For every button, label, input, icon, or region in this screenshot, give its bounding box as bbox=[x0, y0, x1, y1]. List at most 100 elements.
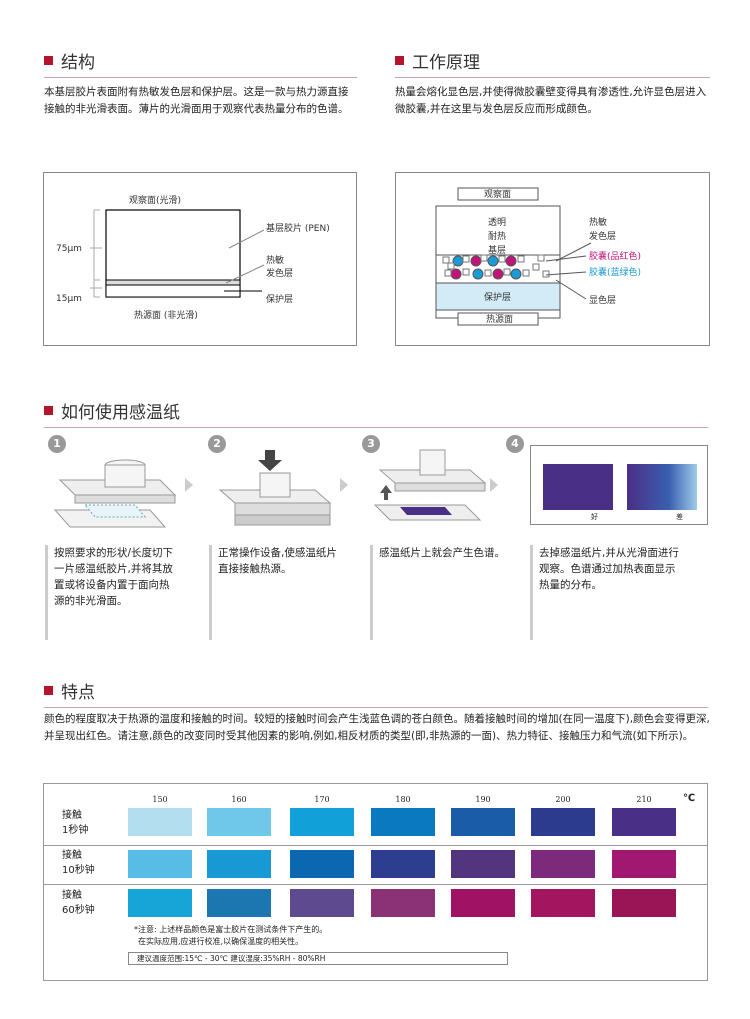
step-number: 2 bbox=[208, 435, 226, 453]
color-swatch bbox=[451, 808, 515, 836]
label-sub3: 基层 bbox=[488, 244, 506, 256]
label-sub2: 耐热 bbox=[488, 230, 506, 242]
label-top: 观察面 bbox=[484, 188, 511, 200]
heading-marker bbox=[44, 56, 53, 65]
row-divider bbox=[44, 884, 708, 885]
color-swatch bbox=[128, 808, 192, 836]
contact-time-label: 接触 10秒钟 bbox=[62, 848, 122, 878]
label-base: 基层胶片 (PEN) bbox=[266, 222, 330, 234]
color-swatch bbox=[207, 808, 271, 836]
heading-marker bbox=[44, 406, 53, 415]
label-line: 1秒钟 bbox=[62, 825, 89, 836]
developer-particle bbox=[462, 255, 470, 263]
label-line: 60秒钟 bbox=[62, 905, 95, 916]
developer-particle bbox=[532, 263, 540, 271]
step-arrow bbox=[340, 478, 348, 492]
label-cyan-capsule: 胶囊(蓝绿色) bbox=[589, 266, 641, 278]
color-swatch bbox=[531, 808, 595, 836]
developer-particle bbox=[537, 254, 545, 262]
label-bottom: 热源面 bbox=[486, 313, 513, 325]
magenta-capsule bbox=[492, 268, 504, 280]
label-thermo2: 发色层 bbox=[266, 267, 293, 279]
heading-text: 特点 bbox=[61, 683, 95, 703]
label-thermo2: 发色层 bbox=[589, 230, 616, 242]
temperature-label: 190 bbox=[475, 795, 491, 804]
principle-text: 热量会熔化显色层,并使得微胶囊壁变得具有渗透性,允许显色层进入微胶囊,并在这里与… bbox=[395, 86, 707, 115]
capsule-diagram-svg: 观察面 透明 耐热 基层 保护层 热源面 热敏 发色层 胶囊(品红色) 胶囊(蓝… bbox=[435, 187, 641, 326]
step3-text: 感温纸片上就会产生色谱。 bbox=[370, 545, 520, 640]
step-number: 3 bbox=[362, 435, 380, 453]
color-swatch bbox=[207, 850, 271, 878]
color-swatch bbox=[531, 850, 595, 878]
heading-text: 如何使用感温纸 bbox=[61, 403, 180, 423]
label-thermo1: 热敏 bbox=[266, 254, 284, 266]
color-swatch bbox=[612, 889, 676, 917]
color-swatch bbox=[612, 850, 676, 878]
label-line: 接触 bbox=[62, 890, 82, 901]
cyan-capsule bbox=[510, 268, 522, 280]
contact-time-label: 接触 60秒钟 bbox=[62, 888, 122, 918]
developer-particle bbox=[444, 269, 452, 277]
temperature-label: 170 bbox=[314, 795, 330, 804]
color-swatch bbox=[290, 850, 354, 878]
color-swatch bbox=[371, 808, 435, 836]
developer-particle bbox=[442, 256, 450, 264]
step-number: 1 bbox=[48, 435, 66, 453]
developer-particle bbox=[447, 262, 455, 270]
color-swatch bbox=[290, 808, 354, 836]
magenta-capsule bbox=[470, 255, 482, 267]
section-heading-usage: 如何使用感温纸 bbox=[44, 398, 708, 428]
bad-label: 差 bbox=[676, 513, 683, 521]
color-swatch bbox=[290, 889, 354, 917]
step4-text: 去掉感温纸片,并从光滑面进行观察。色谱通过加热表面显示热量的分布。 bbox=[530, 545, 680, 640]
structure-text: 本基层胶片表面附有热敏发色层和保护层。这是一款与热力源直接接触的非光滑表面。薄片… bbox=[44, 86, 349, 115]
good-label: 好 bbox=[591, 513, 598, 521]
label-protect: 保护层 bbox=[484, 291, 511, 303]
layer-structure-svg: 观察面(光滑) 75μm 15μm 基层胶片 (PEN) 热敏 发色层 保护层 … bbox=[56, 194, 330, 321]
step4-result-panel: 好 差 bbox=[530, 445, 708, 525]
section-heading-features: 特点 bbox=[44, 678, 708, 708]
thickness-75: 75μm bbox=[56, 244, 82, 254]
cyan-capsule bbox=[472, 268, 484, 280]
step1-illustration bbox=[53, 459, 177, 528]
developer-particle bbox=[542, 270, 550, 278]
developer-particle bbox=[503, 268, 511, 276]
cyan-capsule bbox=[487, 255, 499, 267]
step1-text: 按照要求的形状/长度切下一片感温纸胶片,并将其放置或将设备内置于面向热源的非光滑… bbox=[45, 545, 175, 640]
label-top: 观察面(光滑) bbox=[129, 194, 181, 206]
heading-text: 结构 bbox=[61, 53, 95, 73]
label-protect: 保护层 bbox=[266, 293, 293, 305]
temperature-label: 150 bbox=[152, 795, 168, 804]
thickness-15: 15μm bbox=[56, 294, 82, 304]
heading-marker bbox=[395, 56, 404, 65]
section-heading-structure: 结构 bbox=[44, 48, 357, 78]
developer-particle bbox=[517, 255, 525, 263]
structure-diagram: 观察面(光滑) 75μm 15μm 基层胶片 (PEN) 热敏 发色层 保护层 … bbox=[43, 172, 357, 346]
label-line: 接触 bbox=[62, 850, 82, 861]
step-arrow bbox=[490, 478, 498, 492]
color-swatch bbox=[207, 889, 271, 917]
temperature-label: 210 bbox=[636, 795, 652, 804]
recommended-conditions: 建议温度范围:15℃ - 30℃ 建议湿度:35%RH - 80%RH bbox=[128, 952, 508, 965]
color-swatch bbox=[612, 808, 676, 836]
temperature-label: 180 bbox=[395, 795, 411, 804]
developer-particle bbox=[484, 269, 492, 277]
step-number: 4 bbox=[506, 435, 524, 453]
step-arrow bbox=[185, 478, 193, 492]
developer-particle bbox=[498, 255, 506, 263]
note-line-1: *注意: 上述样品颜色是富士胶片在测试条件下产生的。 bbox=[134, 925, 328, 934]
heading-text: 工作原理 bbox=[412, 53, 480, 73]
color-swatch bbox=[451, 889, 515, 917]
color-swatch bbox=[371, 850, 435, 878]
step2-text: 正常操作设备,使感温纸片直接接触热源。 bbox=[209, 545, 344, 640]
label-thermo1: 热敏 bbox=[589, 216, 607, 228]
row-divider bbox=[44, 845, 708, 846]
bad-result-swatch bbox=[627, 464, 697, 510]
label-sub1: 透明 bbox=[488, 217, 506, 228]
heading-marker bbox=[44, 686, 53, 695]
temperature-label: 200 bbox=[555, 795, 571, 804]
label-line: 10秒钟 bbox=[62, 865, 95, 876]
developer-particle bbox=[462, 268, 470, 276]
magenta-capsule bbox=[450, 268, 462, 280]
